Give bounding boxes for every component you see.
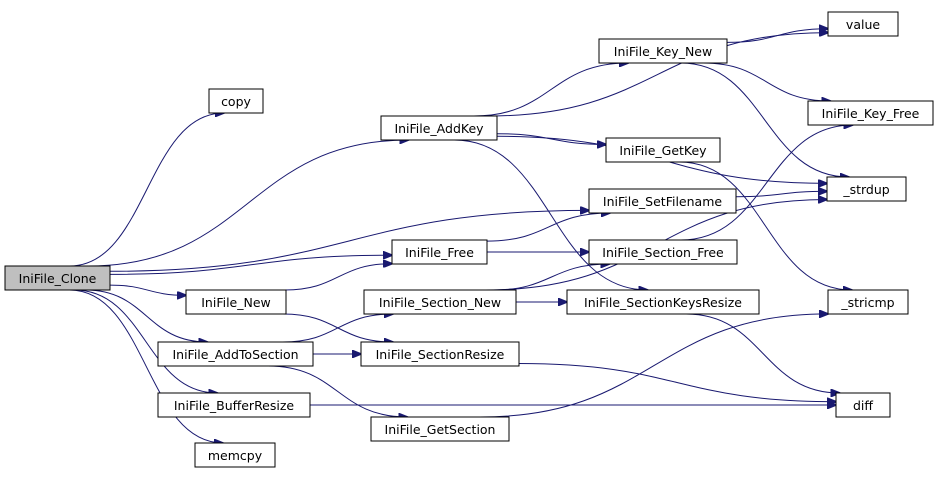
- node-value-label: value: [846, 17, 880, 32]
- edge-sectionfree-to-keyfree: [680, 125, 853, 241]
- edge-clone-to-addtosection: [85, 289, 208, 342]
- node-sectionresize-box[interactable]: [360, 341, 520, 367]
- edge-setfilename-to-strdup: [735, 191, 827, 198]
- node-keyfree-box[interactable]: [807, 100, 934, 126]
- node-addtosection[interactable]: IniFile_AddToSection: [157, 341, 314, 367]
- edge-clone-to-copy: [69, 113, 224, 267]
- node-stricmp[interactable]: _stricmp: [827, 289, 909, 315]
- node-diff-label: diff: [853, 398, 873, 413]
- node-sectionkeysresize-label: IniFile_SectionKeysResize: [584, 295, 742, 310]
- edge-keynew-to-strdup: [680, 62, 849, 177]
- node-free-box[interactable]: [391, 239, 488, 265]
- node-getkey-label: IniFile_GetKey: [619, 143, 707, 158]
- edge-sectionkeysresize-to-diff: [686, 313, 839, 393]
- node-clone[interactable]: IniFile_Clone: [4, 265, 111, 291]
- nodes-layer: IniFile_Clone copyIniFile_AddKeyIniFile_S…: [4, 11, 934, 468]
- edge-keynew-to-value: [726, 29, 828, 43]
- node-diff[interactable]: diff: [835, 392, 891, 418]
- node-sectionresize-label: IniFile_SectionResize: [376, 347, 505, 362]
- node-memcpy-label: memcpy: [208, 448, 263, 463]
- node-keynew-label: IniFile_Key_New: [614, 44, 712, 59]
- node-setfilename-box[interactable]: [588, 188, 737, 214]
- node-bufferresize-box[interactable]: [157, 392, 311, 418]
- node-copy-label: copy: [221, 94, 251, 109]
- node-addkey[interactable]: IniFile_AddKey: [380, 115, 498, 141]
- edge-addkey-to-getkey: [496, 133, 606, 145]
- edge-addkey-to-sectionkeysresize: [454, 139, 647, 290]
- node-new-label: IniFile_New: [201, 295, 271, 310]
- edge-getsection-to-stricmp: [480, 314, 828, 418]
- node-bufferresize-label: IniFile_BufferResize: [174, 398, 295, 413]
- node-addtosection-box[interactable]: [157, 341, 314, 367]
- node-new-box[interactable]: [185, 289, 287, 315]
- node-keyfree[interactable]: IniFile_Key_Free: [807, 100, 934, 126]
- node-copy-box[interactable]: [208, 88, 264, 114]
- node-getsection-box[interactable]: [370, 416, 510, 442]
- edge-free-to-setfilename: [486, 213, 610, 242]
- node-keynew[interactable]: IniFile_Key_New: [598, 38, 728, 64]
- node-sectionnew-label: IniFile_Section_New: [379, 295, 501, 310]
- edge-clone-to-bufferresize: [74, 289, 217, 393]
- node-setfilename[interactable]: IniFile_SetFilename: [588, 188, 737, 214]
- node-value-box[interactable]: [827, 11, 899, 37]
- node-sectionnew[interactable]: IniFile_Section_New: [363, 289, 517, 315]
- node-sectionkeysresize[interactable]: IniFile_SectionKeysResize: [566, 289, 760, 315]
- node-free[interactable]: IniFile_Free: [391, 239, 488, 265]
- node-addkey-box[interactable]: [380, 115, 498, 141]
- node-sectionfree-label: IniFile_Section_Free: [602, 245, 724, 260]
- edge-sectionresize-to-diff: [518, 363, 836, 402]
- edge-clone-to-free: [109, 255, 392, 275]
- node-memcpy[interactable]: memcpy: [194, 442, 276, 468]
- node-sectionfree-box[interactable]: [588, 239, 738, 265]
- node-value[interactable]: value: [827, 11, 899, 37]
- edge-keynew-to-keyfree: [703, 62, 830, 101]
- node-memcpy-box[interactable]: [194, 442, 276, 468]
- node-clone-box[interactable]: [4, 265, 111, 291]
- edges-layer: [69, 29, 853, 443]
- node-new[interactable]: IniFile_New: [185, 289, 287, 315]
- node-addkey-label: IniFile_AddKey: [394, 121, 484, 136]
- node-addtosection-label: IniFile_AddToSection: [172, 347, 298, 362]
- node-setfilename-label: IniFile_SetFilename: [603, 194, 722, 209]
- node-stricmp-box[interactable]: [827, 289, 909, 315]
- node-free-label: IniFile_Free: [405, 245, 474, 260]
- edge-addkey-to-keynew: [473, 63, 628, 117]
- edge-clone-to-addkey: [87, 140, 409, 267]
- edge-clone-to-memcpy: [69, 289, 224, 443]
- node-sectionfree[interactable]: IniFile_Section_Free: [588, 239, 738, 265]
- edge-addtosection-to-sectionnew: [282, 314, 393, 343]
- node-getsection[interactable]: IniFile_GetSection: [370, 416, 510, 442]
- node-copy[interactable]: copy: [208, 88, 264, 114]
- node-strdup-label: _strdup: [842, 182, 889, 197]
- edge-addtosection-to-getsection: [268, 365, 407, 417]
- edge-getkey-to-stricmp: [679, 161, 852, 290]
- edge-new-to-free: [284, 264, 392, 291]
- node-strdup-box[interactable]: [826, 176, 907, 202]
- node-bufferresize[interactable]: IniFile_BufferResize: [157, 392, 311, 418]
- node-stricmp-label: _stricmp: [840, 295, 894, 310]
- edge-clone-to-setfilename: [109, 210, 589, 272]
- node-strdup[interactable]: _strdup: [826, 176, 907, 202]
- node-sectionresize[interactable]: IniFile_SectionResize: [360, 341, 520, 367]
- node-sectionnew-box[interactable]: [363, 289, 517, 315]
- node-getsection-label: IniFile_GetSection: [385, 422, 496, 437]
- node-diff-box[interactable]: [835, 392, 891, 418]
- edge-addkey-to-value: [487, 33, 828, 117]
- node-getkey-box[interactable]: [605, 137, 721, 163]
- node-keyfree-label: IniFile_Key_Free: [822, 106, 920, 121]
- node-sectionkeysresize-box[interactable]: [566, 289, 760, 315]
- node-keynew-box[interactable]: [598, 38, 728, 64]
- node-clone-label: IniFile_Clone: [19, 271, 97, 286]
- edge-clone-to-new: [109, 284, 186, 295]
- node-getkey[interactable]: IniFile_GetKey: [605, 137, 721, 163]
